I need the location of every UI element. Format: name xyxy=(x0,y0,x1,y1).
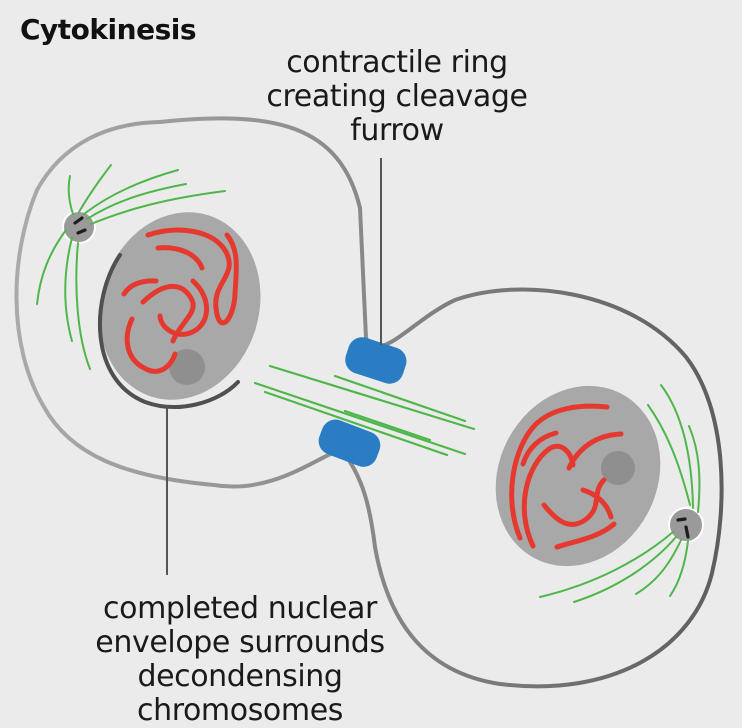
left-nucleolus xyxy=(169,349,205,385)
contractile-ring-label: contractile ring creating cleavage furro… xyxy=(252,46,542,148)
nuclear-envelope-label-line-1: completed nuclear xyxy=(103,591,377,626)
left-centrosome xyxy=(62,210,96,244)
contractile-ring-label-line-3: furrow xyxy=(350,113,444,148)
right-chromosomes xyxy=(509,403,624,550)
contractile-ring-label-line-2: creating cleavage xyxy=(266,79,528,114)
contractile-ring-bottom xyxy=(318,419,381,467)
nuclear-envelope-label: completed nuclear envelope surrounds dec… xyxy=(60,592,420,728)
left-spindle xyxy=(36,164,226,370)
right-centrosome-mark-b xyxy=(684,525,690,539)
left-centrosome-mark-b xyxy=(76,228,87,235)
diagram-title: Cytokinesis xyxy=(20,13,197,46)
cell-membrane xyxy=(14,116,724,689)
contractile-ring-top xyxy=(345,337,407,384)
left-centrosome-mark-a xyxy=(73,216,84,225)
right-nucleus xyxy=(495,385,661,567)
left-nucleus xyxy=(99,212,261,400)
midbody-microtubules xyxy=(253,364,476,457)
right-nucleolus xyxy=(601,451,635,485)
left-nuclear-envelope xyxy=(97,253,240,409)
nuclear-envelope-label-line-3: decondensing chromosomes xyxy=(136,659,343,728)
contractile-ring-label-line-1: contractile ring xyxy=(286,45,508,80)
right-centrosome-mark-a xyxy=(676,517,687,522)
right-centrosome xyxy=(668,507,704,543)
left-chromosomes xyxy=(121,227,239,374)
nuclear-envelope-label-line-2: envelope surrounds xyxy=(95,625,385,660)
right-spindle xyxy=(539,384,701,603)
